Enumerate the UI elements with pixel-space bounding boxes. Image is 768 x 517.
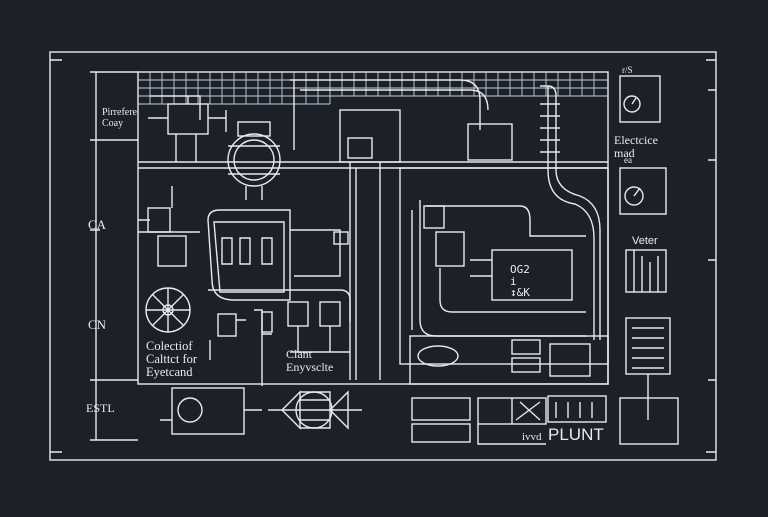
motor-cap (237, 121, 271, 137)
label-clant: Clant Enyvsclte (286, 347, 334, 374)
label-ca: CA (88, 217, 107, 232)
gauge-needle (631, 97, 641, 197)
label-collector: Colectiof Calttct for Eyetcand (146, 339, 198, 380)
panel-divider (511, 398, 541, 424)
gauge-icon (619, 167, 667, 215)
inlet-valve (333, 231, 349, 245)
valve-unit (467, 123, 513, 161)
pump-housing (167, 103, 209, 135)
frame-corner-marks (50, 59, 716, 453)
label-top-right: r/S (622, 65, 633, 75)
turbine-icon (268, 390, 362, 430)
wire-loop (207, 209, 351, 322)
gauge-block (549, 343, 591, 377)
valve-block (511, 339, 541, 355)
dimension-line (90, 71, 138, 441)
pipe (148, 95, 227, 162)
sensor-block (423, 205, 445, 229)
bottom-panel (409, 335, 609, 385)
panel-d (547, 395, 607, 423)
label-e-small: ea (624, 155, 632, 165)
relay-coil (147, 207, 171, 233)
label-readout: OG2 i ↕&K (510, 263, 530, 300)
display-panel (347, 137, 373, 159)
shaft (160, 409, 262, 421)
readout-box (491, 249, 573, 301)
cooling-fins (632, 327, 664, 420)
wire (209, 309, 272, 386)
motor-icon (227, 133, 281, 187)
valve-icon (287, 301, 309, 327)
valve-icon (319, 301, 341, 327)
label-estl: ESTL (86, 401, 115, 415)
base-block (619, 397, 679, 445)
wire (290, 326, 350, 353)
wire (138, 186, 200, 233)
control-box (339, 109, 401, 163)
pipe (411, 200, 586, 337)
relay-box (435, 231, 465, 267)
bus-line (138, 161, 608, 169)
tick-marks (708, 89, 716, 381)
gauge-dial (624, 186, 644, 206)
pipe (290, 79, 489, 150)
panel-lines (477, 402, 593, 445)
motor-box (171, 387, 245, 435)
label-top-left: Pirrefere Coay (102, 107, 137, 129)
pipe (349, 162, 381, 380)
pipe (540, 85, 601, 340)
valve-block (511, 357, 541, 373)
fan-blades (146, 288, 190, 332)
label-cn: CN (88, 317, 107, 332)
coupling (217, 313, 237, 337)
meter-icon (625, 249, 667, 293)
gauge-icon (619, 75, 661, 123)
fuse (261, 311, 273, 333)
sub-panel (399, 167, 609, 365)
relay-block (157, 235, 187, 267)
motor-flange (228, 145, 280, 200)
label-veter: Veter (632, 235, 658, 247)
label-electrice: Electcice mad (614, 133, 658, 160)
meter-bars (633, 250, 659, 292)
gauge-dial (623, 95, 641, 113)
outer-frame (49, 51, 717, 461)
panel-a (411, 397, 471, 421)
label-plunt-prefix: ivvd (522, 431, 542, 443)
label-plunt: PLUNT (548, 425, 604, 444)
panel-b (411, 423, 471, 443)
motor-rotor (177, 397, 203, 423)
motor-ring (233, 139, 275, 181)
grid-strip (138, 72, 608, 105)
pump-icon (417, 345, 459, 367)
turbine-hub (295, 391, 333, 429)
cooling-unit (625, 317, 671, 375)
